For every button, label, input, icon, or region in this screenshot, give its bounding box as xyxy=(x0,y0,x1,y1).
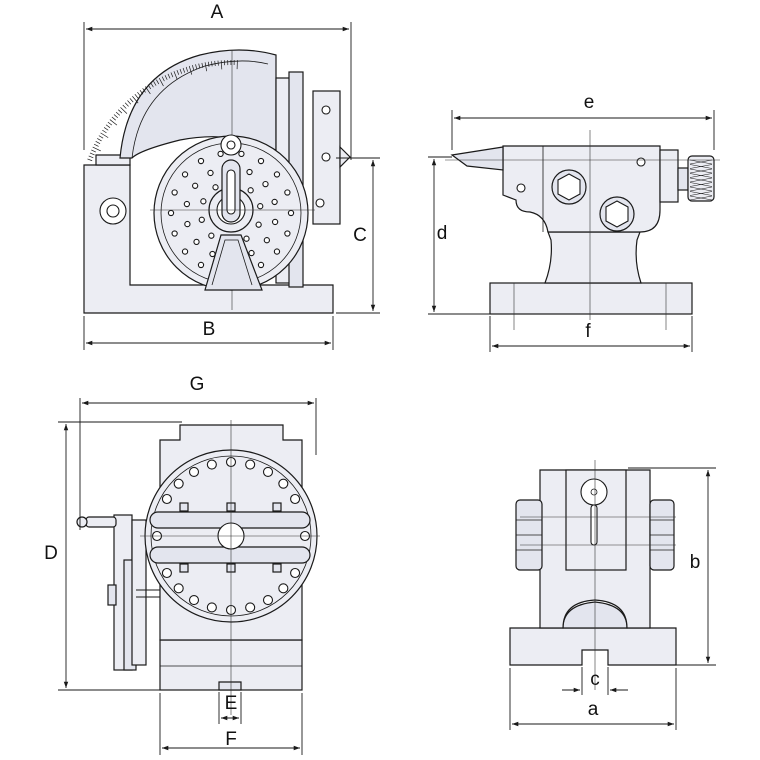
label-e: e xyxy=(584,92,595,113)
spindle-nose xyxy=(339,145,351,169)
label-d: d xyxy=(437,223,448,244)
faceplate-hole xyxy=(206,459,217,470)
plate-hole xyxy=(271,198,278,206)
plate-hole xyxy=(287,209,295,217)
plate-hole xyxy=(197,261,205,269)
clamp-stud xyxy=(179,563,189,573)
label-b: b xyxy=(690,552,701,573)
faceplate-hole xyxy=(173,478,184,489)
plate-hole xyxy=(181,171,189,178)
plate-hole xyxy=(271,218,279,226)
clamp-stud xyxy=(179,502,189,512)
dividing-head-side-view xyxy=(83,22,380,350)
faceplate-hole xyxy=(173,583,184,594)
plate-hole xyxy=(193,238,200,246)
tailstock-front-base xyxy=(509,627,677,666)
plate-hole xyxy=(197,157,205,165)
plate-hole xyxy=(217,150,224,158)
plate-hole xyxy=(257,157,265,165)
dividing-head-front-view xyxy=(58,398,320,755)
plate-hole xyxy=(181,248,189,255)
plate-hole xyxy=(284,189,291,196)
faceplate-hole xyxy=(245,459,256,470)
faceplate-hole xyxy=(245,602,256,613)
quill-housing xyxy=(659,149,679,203)
plate-hole xyxy=(257,203,264,210)
crank-handle xyxy=(85,516,117,528)
plate-hole xyxy=(212,184,219,191)
label-G: G xyxy=(190,374,205,395)
faceplate-hole xyxy=(278,583,289,594)
sector-graduation-ticks xyxy=(87,60,238,162)
label-A: A xyxy=(211,2,224,23)
clamp-stud xyxy=(272,563,282,573)
plate-hole xyxy=(284,230,291,237)
graduated-sector xyxy=(119,49,277,159)
plate-hole xyxy=(184,220,191,228)
label-C: C xyxy=(353,225,367,246)
plate-hole xyxy=(207,169,214,177)
plate-hole xyxy=(191,182,199,189)
label-a: a xyxy=(588,699,599,720)
center-bore xyxy=(580,478,608,506)
tailstock-center-point xyxy=(450,146,504,171)
plate-hole xyxy=(273,171,281,178)
plate-hole xyxy=(183,200,191,208)
faceplate-hole xyxy=(290,567,301,579)
plate-hole xyxy=(248,249,255,257)
plate-hole xyxy=(247,187,254,194)
plate-hole xyxy=(171,230,178,237)
knurl-pattern xyxy=(689,159,713,201)
plate-hole xyxy=(273,248,281,255)
clamp-stud xyxy=(272,502,282,512)
plate-hole xyxy=(171,189,178,196)
faceplate-hole xyxy=(161,567,172,579)
tailstock-base-plate xyxy=(489,282,693,315)
label-f: f xyxy=(585,321,591,342)
plate-hole xyxy=(246,168,253,176)
faceplate-hole xyxy=(188,466,200,477)
plate-hole xyxy=(263,237,271,244)
faceplate-hole xyxy=(161,493,172,505)
faceplate-hole xyxy=(206,602,217,613)
faceplate-hole xyxy=(262,466,274,477)
plate-hole xyxy=(243,235,250,242)
label-D: D xyxy=(44,543,58,564)
plate-hole xyxy=(262,180,269,188)
faceplate-hole xyxy=(290,493,301,505)
tailstock-front-view xyxy=(509,460,716,730)
knurled-handwheel xyxy=(687,155,715,202)
label-F: F xyxy=(225,729,237,750)
plate-hole xyxy=(167,209,175,217)
faceplate-hole xyxy=(262,595,274,606)
tailstock-pedestal xyxy=(544,231,642,284)
label-c: c xyxy=(590,669,600,690)
plate-hole xyxy=(238,150,245,158)
faceplate-hole xyxy=(278,478,289,489)
base-bore-inner xyxy=(106,204,120,218)
label-B: B xyxy=(203,319,216,340)
plate-hole xyxy=(209,250,216,258)
tailstock-side-view xyxy=(428,110,720,352)
plate-hole xyxy=(255,221,262,228)
plate-hole xyxy=(198,216,205,223)
index-crank-base xyxy=(204,234,263,291)
plate-hole xyxy=(208,232,215,239)
plate-hole xyxy=(257,261,265,269)
faceplate-hole xyxy=(188,595,200,606)
plate-hole xyxy=(200,198,207,205)
label-E: E xyxy=(225,693,238,714)
